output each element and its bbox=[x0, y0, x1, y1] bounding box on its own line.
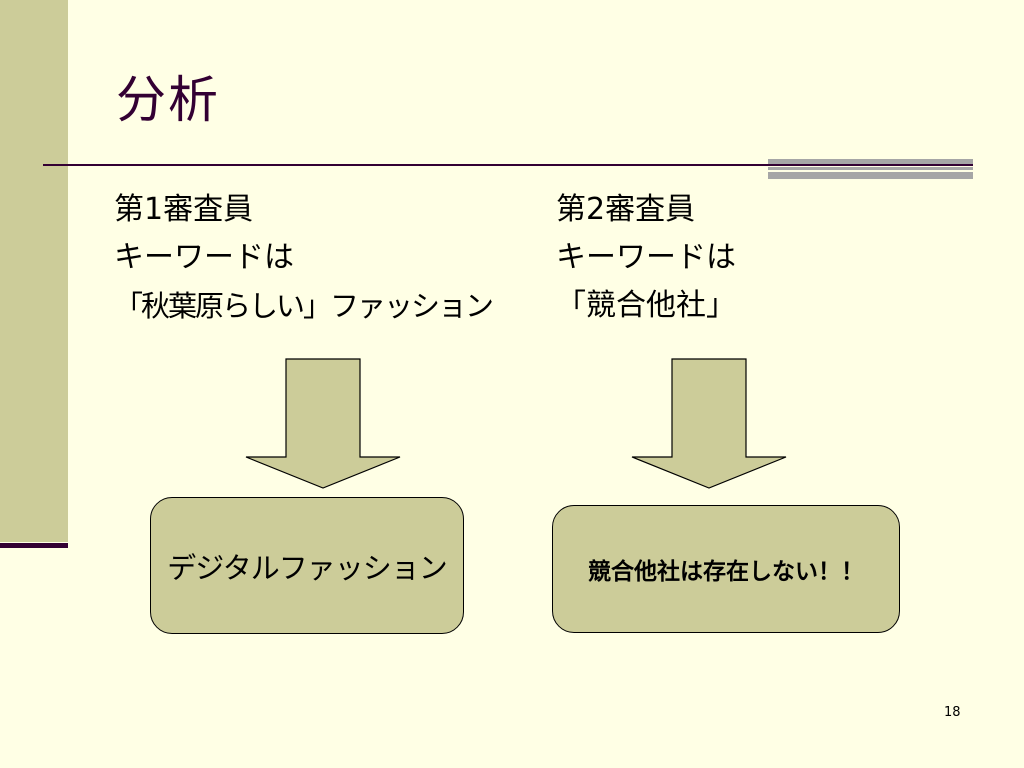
reviewer-1-keyword: 「秋葉原らしい」ファッション bbox=[114, 289, 494, 323]
title-divider bbox=[43, 164, 973, 166]
down-arrow-icon bbox=[245, 358, 401, 489]
reviewer-2-column: 第2審査員 キーワードは 「競合他社」 bbox=[556, 186, 736, 330]
accent-stripes bbox=[768, 159, 973, 179]
result-1-text: デジタルファッション bbox=[167, 550, 447, 585]
reviewer-2-keyword: 「競合他社」 bbox=[556, 288, 736, 323]
reviewer-1-keyword-label: キーワードは bbox=[114, 240, 294, 275]
result-box-2: 競合他社は存在しない！！ bbox=[552, 505, 900, 633]
result-box-1: デジタルファッション bbox=[150, 497, 464, 634]
reviewer-2-keyword-label: キーワードは bbox=[556, 240, 736, 275]
reviewer-1-column: 第1審査員 キーワードは 「秋葉原らしい」ファッション bbox=[114, 186, 494, 330]
reviewer-2-heading: 第2審査員 bbox=[556, 192, 696, 227]
reviewer-1-heading: 第1審査員 bbox=[114, 192, 254, 227]
side-decor-rule bbox=[0, 543, 68, 548]
page-number: 18 bbox=[944, 705, 961, 720]
side-decor-bar bbox=[0, 0, 68, 542]
down-arrow-icon bbox=[631, 358, 787, 489]
result-2-text: 競合他社は存在しない！！ bbox=[588, 559, 864, 585]
slide-title: 分析 bbox=[116, 71, 220, 129]
